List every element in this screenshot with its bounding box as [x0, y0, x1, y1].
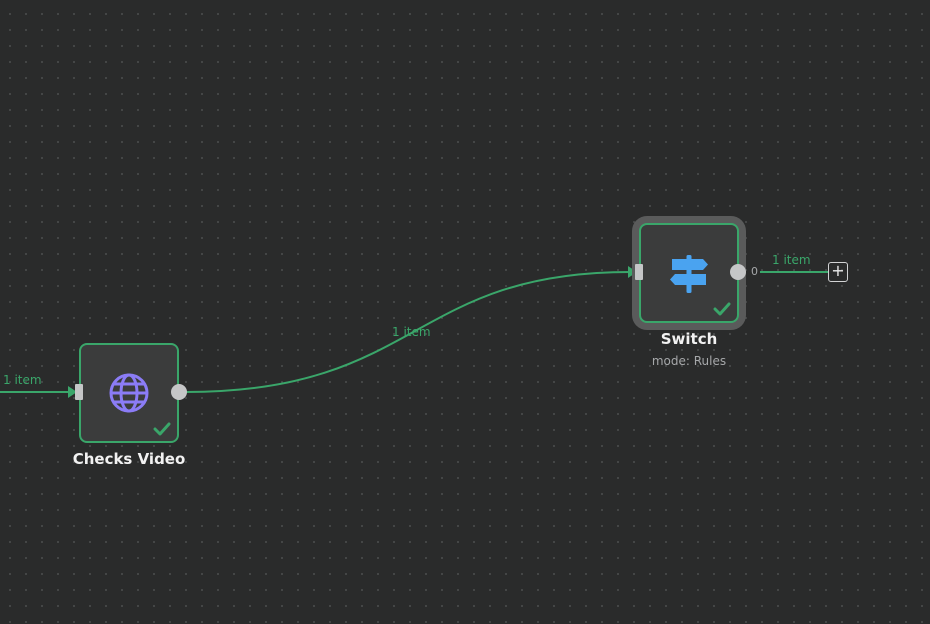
switch-output-index: 0: [751, 265, 758, 278]
globe-icon: [109, 373, 149, 413]
switch-subtitle: mode: Rules: [651, 354, 727, 368]
switch-title: Switch: [660, 330, 718, 348]
checks-video-to-switch-connection[interactable]: [185, 271, 631, 393]
signpost-icon: [670, 255, 708, 293]
checks-video-output-handle[interactable]: [171, 384, 187, 400]
outgoing-edge-label: 1 item: [772, 253, 811, 267]
incoming-edge-label: 1 item: [3, 373, 42, 387]
switch-input-handle[interactable]: [635, 264, 643, 280]
checks-video-title: Checks Video: [72, 450, 186, 468]
node-checks-video[interactable]: [79, 343, 179, 443]
checks-video-input-handle[interactable]: [75, 384, 83, 400]
plus-icon: +: [831, 261, 845, 280]
switch-input-arrow: [628, 266, 637, 278]
incoming-arrow: [68, 386, 77, 398]
switch-output-handle[interactable]: [730, 264, 746, 280]
node-switch[interactable]: [639, 223, 739, 323]
success-check-icon: [713, 302, 731, 316]
success-check-icon: [153, 422, 171, 436]
add-node-button[interactable]: +: [828, 262, 848, 282]
middle-edge-label: 1 item: [392, 325, 431, 339]
